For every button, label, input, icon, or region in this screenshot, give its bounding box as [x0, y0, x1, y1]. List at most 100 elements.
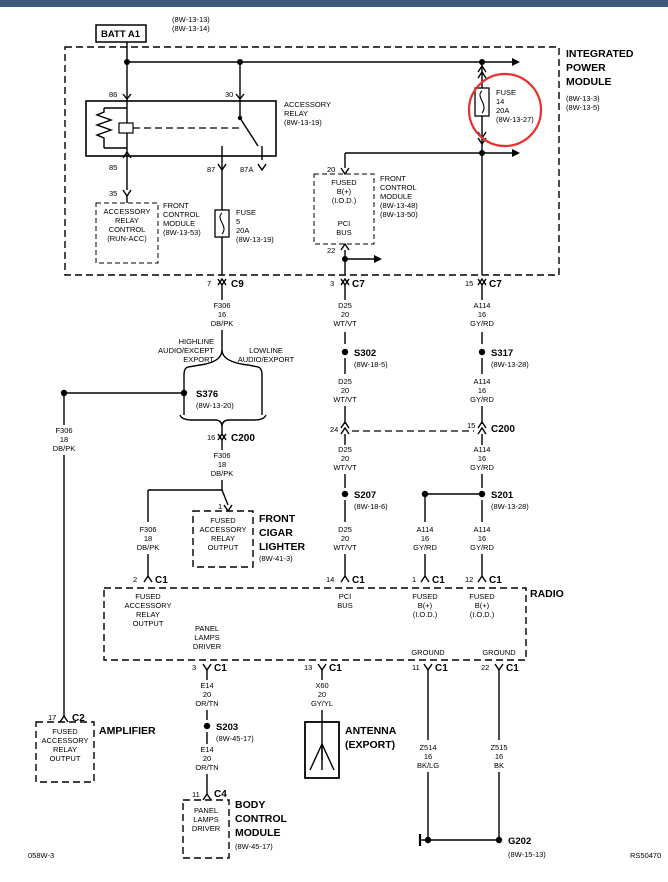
fuse14-text-1: FUSE [496, 88, 516, 97]
f306-amp-3: DB/PK [53, 444, 76, 453]
radio-c1-g: C1 [435, 663, 448, 674]
c7b-label: C7 [489, 279, 502, 290]
lowline-2: AUDIO/EXPORT [238, 355, 295, 364]
highline-1: HIGHLINE [179, 337, 214, 346]
radio-lbl-d3: (I.O.D.) [470, 610, 495, 619]
s317-label: S317 [491, 348, 513, 359]
g202-ref: (8W-15-13) [508, 850, 546, 859]
a114-e-3: GY/RD [413, 543, 437, 552]
relay-label-2: RELAY [284, 109, 308, 118]
radio-lbl-e2: LAMPS [194, 633, 219, 642]
ipm-ref-1: (8W-13-3) [566, 94, 600, 103]
s302-label: S302 [354, 348, 376, 359]
c7b-pin: 15 [465, 279, 473, 288]
e14-a-2: 20 [203, 690, 211, 699]
d25-d-3: WT/VT [333, 543, 357, 552]
fuse14-text-2: 14 [496, 97, 504, 106]
pin-86: 86 [109, 90, 117, 99]
radio-pin-22: 22 [481, 663, 489, 672]
radio-c1-d: C1 [489, 575, 502, 586]
lowline-1: LOWLINE [249, 346, 283, 355]
fcm-relay-text-1: ACCESSORY [104, 207, 151, 216]
x60-2: 20 [318, 690, 326, 699]
ipm-title-3: MODULE [566, 76, 612, 88]
radio-c1-h: C1 [506, 663, 519, 674]
fcm-relay-box [95, 202, 159, 264]
a114-b-2: 16 [478, 386, 486, 395]
fcm-pci-text-3: (I.O.D.) [332, 196, 357, 205]
f306-amp-1: F306 [55, 426, 72, 435]
footer-right: RS50470 [630, 851, 661, 860]
amp-conn: C2 [72, 713, 85, 724]
fcm-relay-text-2: RELAY [115, 216, 139, 225]
ipm-title-2: POWER [566, 62, 606, 74]
radio-lbl-e1: PANEL [195, 624, 219, 633]
batt-box [95, 24, 147, 43]
c200-right-label: C200 [491, 424, 515, 435]
c200-left-label: C200 [231, 433, 255, 444]
fcm-pci-text-5: PCI [338, 219, 351, 228]
g202-label: G202 [508, 836, 531, 847]
a114-b-1: A114 [474, 377, 491, 386]
a114-e-1: A114 [417, 525, 434, 534]
antenna-title-1: ANTENNA [345, 725, 397, 737]
f306-b-3: DB/PK [211, 469, 234, 478]
s317-ref: (8W-13-28) [491, 360, 529, 369]
a114-c-1: A114 [474, 445, 491, 454]
amp-box [35, 721, 95, 783]
z514-3: BK/LG [417, 761, 439, 770]
radio-lbl-f1: GROUND [411, 648, 445, 657]
f306-c-3: DB/PK [137, 543, 160, 552]
cigar-box-4: OUTPUT [208, 543, 239, 552]
cigar-box-3: RELAY [211, 534, 235, 543]
s376-ref: (8W-13-20) [196, 401, 234, 410]
radio-lbl-g1: GROUND [482, 648, 516, 657]
fcm-pci-text-6: BUS [336, 228, 351, 237]
amp-box-1: FUSED [52, 727, 78, 736]
d25-a-3: WT/VT [333, 319, 357, 328]
c200-pin-15: 15 [467, 421, 475, 430]
footer-left: 058W-3 [28, 851, 54, 860]
bcm-ref: (8W-45-17) [235, 842, 273, 851]
e14-a-1: E14 [200, 681, 213, 690]
z514-1: Z514 [419, 743, 436, 752]
radio-lbl-a2: ACCESSORY [125, 601, 172, 610]
a114-b-3: GY/RD [470, 395, 494, 404]
fcm-relay-text-3: CONTROL [109, 225, 146, 234]
amp-box-3: RELAY [53, 745, 77, 754]
bcm-title-2: CONTROL [235, 813, 287, 825]
fcm-pci-text-1: FUSED [331, 178, 357, 187]
d25-c-2: 20 [341, 454, 349, 463]
z515-2: 16 [495, 752, 503, 761]
a114-d-2: 16 [478, 534, 486, 543]
cigar-box-1: FUSED [210, 516, 236, 525]
batt-ref-1: (8W-13-13) [172, 15, 210, 24]
radio-lbl-a3: RELAY [136, 610, 160, 619]
c7a-label: C7 [352, 279, 365, 290]
radio-lbl-e3: DRIVER [193, 642, 222, 651]
a114-e-2: 16 [421, 534, 429, 543]
a114-a-3: GY/RD [470, 319, 494, 328]
pin-87a: 87A [240, 165, 253, 174]
amp-title: AMPLIFIER [99, 725, 156, 737]
radio-lbl-c3: (I.O.D.) [413, 610, 438, 619]
fcm-pci-side-3: MODULE [380, 192, 412, 201]
radio-pin-1: 1 [412, 575, 416, 584]
a114-a-1: A114 [474, 301, 491, 310]
x60-3: GY/YL [311, 699, 333, 708]
s302-ref: (8W-18-5) [354, 360, 388, 369]
relay-coil [94, 108, 114, 148]
fuse5-text-1: FUSE [236, 208, 256, 217]
relay-box [85, 100, 277, 157]
relay-label-1: ACCESSORY [284, 100, 331, 109]
pin-85: 85 [109, 163, 117, 172]
d25-a-1: D25 [338, 301, 352, 310]
bcm-title-1: BODY [235, 799, 265, 811]
fcm-side-1: FRONT [163, 201, 189, 210]
bcm-conn: C4 [214, 789, 227, 800]
a114-c-2: 16 [478, 454, 486, 463]
fuse14-text-3: 20A [496, 106, 509, 115]
pin-20: 20 [327, 165, 335, 174]
bcm-box-1: PANEL [194, 806, 218, 815]
d25-b-1: D25 [338, 377, 352, 386]
